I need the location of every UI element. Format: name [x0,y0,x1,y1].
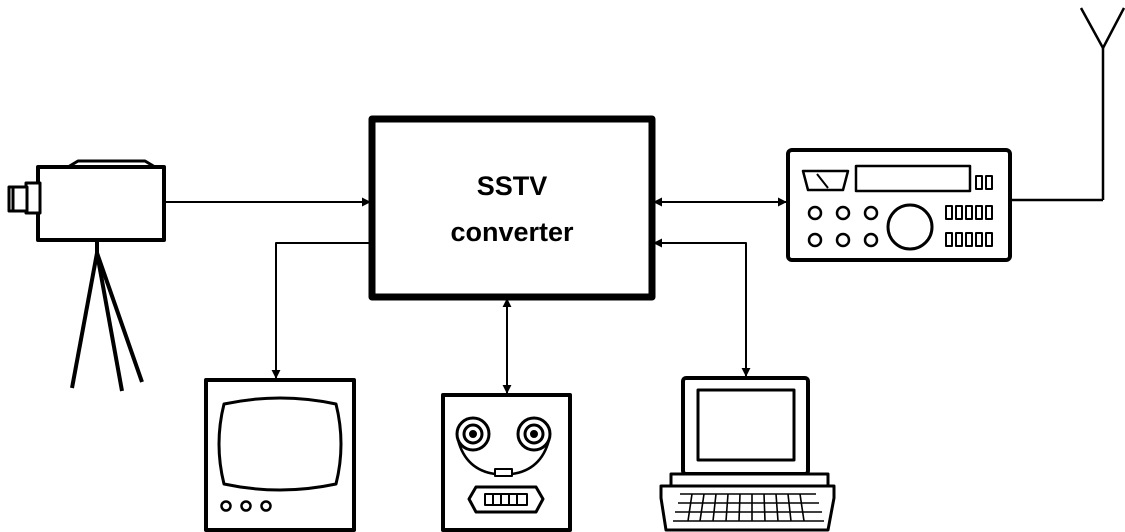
transceiver-icon [786,148,1012,262]
sstv-converter-box [368,115,656,301]
antenna-icon [1010,7,1125,202]
television-icon [204,378,356,532]
converter-label-line2: converter [450,217,574,247]
connection-lines [164,197,787,394]
converter-label-line1: SSTV [477,171,548,201]
computer-icon [659,376,836,532]
tape-recorder-icon [441,393,572,532]
camera-icon [7,159,166,392]
